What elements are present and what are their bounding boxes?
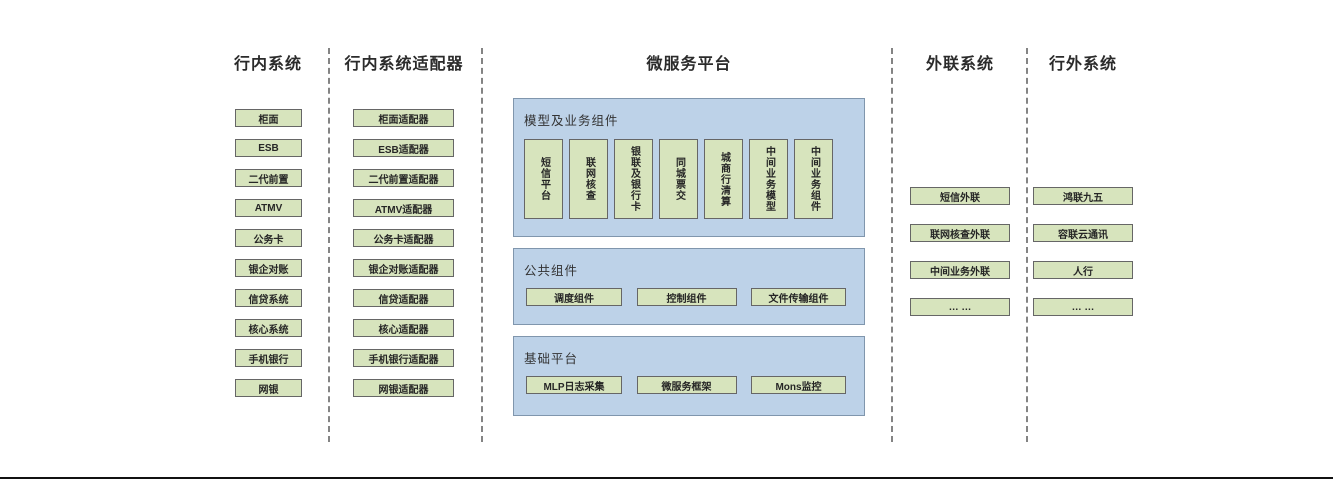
model-business-item-box: 中间业务组件 (794, 139, 833, 219)
outside-system-box: 人行 (1033, 261, 1133, 279)
internal-system-box: 二代前置 (235, 169, 302, 187)
outside-system-box: … … (1033, 298, 1133, 316)
panel-label-base-platform: 基础平台 (524, 352, 579, 366)
common-components-items: 调度组件控制组件文件传输组件 (526, 288, 846, 306)
dashed-separator-3 (891, 48, 893, 442)
adapter-box: 信贷适配器 (353, 289, 454, 307)
panel-label-model-business: 模型及业务组件 (524, 114, 619, 128)
model-business-item-box: 同城票交 (659, 139, 698, 219)
adapter-box: 网银适配器 (353, 379, 454, 397)
external-link-systems-list: 短信外联联网核查外联中间业务外联 … … (910, 187, 1010, 316)
dashed-separator-4 (1026, 48, 1028, 442)
adapter-box: 手机银行适配器 (353, 349, 454, 367)
internal-system-box: 公务卡 (235, 229, 302, 247)
column-header-internal-systems: 行内系统 (233, 56, 302, 73)
outside-system-box: 鸿联九五 (1033, 187, 1133, 205)
internal-system-box: 网银 (235, 379, 302, 397)
external-link-box: 中间业务外联 (910, 261, 1010, 279)
adapters-list: 柜面适配器 ESB适配器二代前置适配器 ATMV适配器公务卡适配器银企对账适配器信贷… (353, 109, 454, 397)
base-platform-panel: 基础平台 MLP日志采集微服务框架 Mons监控 (513, 336, 865, 416)
internal-system-box: ESB (235, 139, 302, 157)
base-platform-box: 微服务框架 (636, 376, 737, 394)
internal-system-box: 手机银行 (235, 349, 302, 367)
common-component-box: 文件传输组件 (751, 288, 846, 306)
column-header-microservice-platform: 微服务平台 (646, 56, 732, 73)
internal-system-box: 银企对账 (235, 259, 302, 277)
internal-systems-list: 柜面 ESB 二代前置 ATMV 公务卡银企对账信贷系统核心系统手机银行网银 (235, 109, 302, 397)
common-component-box: 调度组件 (526, 288, 622, 306)
base-platform-box: Mons监控 (751, 376, 846, 394)
model-business-item-box: 联网核查 (569, 139, 608, 219)
dashed-separator-1 (328, 48, 330, 442)
adapter-box: 柜面适配器 (353, 109, 454, 127)
adapter-box: 二代前置适配器 (353, 169, 454, 187)
bottom-rule (0, 477, 1333, 479)
adapter-box: 核心适配器 (353, 319, 454, 337)
common-components-panel: 公共组件 调度组件控制组件文件传输组件 (513, 248, 865, 325)
internal-system-box: 信贷系统 (235, 289, 302, 307)
outside-system-box: 容联云通讯 (1033, 224, 1133, 242)
external-link-box: 联网核查外联 (910, 224, 1010, 242)
base-platform-box: MLP日志采集 (526, 376, 622, 394)
dashed-separator-2 (481, 48, 483, 442)
external-link-box: … … (910, 298, 1010, 316)
model-business-item-box: 银联及银行卡 (614, 139, 653, 219)
model-business-items: 短信平台联网核查银联及银行卡同城票交城商行清算中间业务模型中间业务组件 (524, 139, 833, 219)
internal-system-box: ATMV (235, 199, 302, 217)
outside-systems-list: 鸿联九五容联云通讯人行 … … (1033, 187, 1133, 316)
model-business-components-panel: 模型及业务组件 短信平台联网核查银联及银行卡同城票交城商行清算中间业务模型中间业… (513, 98, 865, 237)
adapter-box: ATMV适配器 (353, 199, 454, 217)
adapter-box: 公务卡适配器 (353, 229, 454, 247)
internal-system-box: 核心系统 (235, 319, 302, 337)
model-business-item-box: 短信平台 (524, 139, 563, 219)
model-business-item-box: 城商行清算 (704, 139, 743, 219)
panel-label-common-components: 公共组件 (524, 264, 579, 278)
external-link-box: 短信外联 (910, 187, 1010, 205)
common-component-box: 控制组件 (636, 288, 737, 306)
adapter-box: ESB适配器 (353, 139, 454, 157)
model-business-item-box: 中间业务模型 (749, 139, 788, 219)
column-header-external-link-systems: 外联系统 (925, 56, 994, 73)
adapter-box: 银企对账适配器 (353, 259, 454, 277)
base-platform-items: MLP日志采集微服务框架 Mons监控 (526, 376, 846, 394)
column-header-internal-adapters: 行内系统适配器 (344, 56, 464, 73)
internal-system-box: 柜面 (235, 109, 302, 127)
column-header-outside-systems: 行外系统 (1048, 56, 1117, 73)
